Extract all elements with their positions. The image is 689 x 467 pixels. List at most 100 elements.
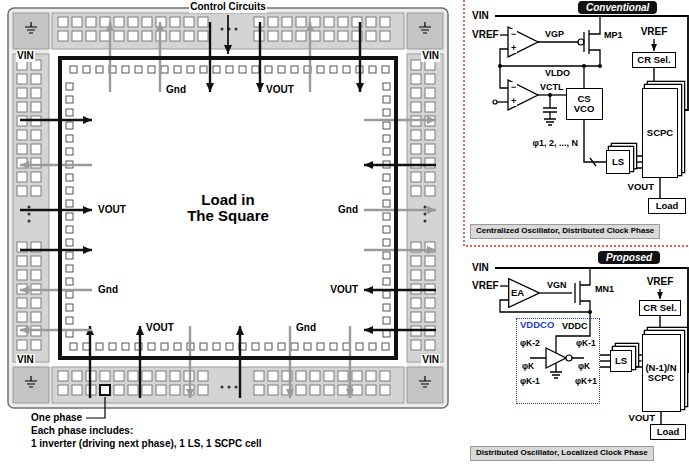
load-cell xyxy=(200,343,207,350)
pad xyxy=(58,371,68,381)
pad xyxy=(425,256,435,266)
pad xyxy=(324,17,334,27)
node-text: Centralized Oscillator, Distributed Cloc… xyxy=(476,227,654,236)
connector xyxy=(584,120,606,162)
ground-symbol xyxy=(419,376,431,387)
node-text: Proposed xyxy=(606,252,652,263)
ground-symbol xyxy=(419,22,431,33)
signal-label: − xyxy=(510,29,517,39)
gnd-arrow xyxy=(20,329,92,331)
gnd-arrow xyxy=(349,326,351,398)
load-cell xyxy=(383,148,390,155)
node-text: VDDCO xyxy=(520,320,554,330)
gnd-arrow xyxy=(364,249,436,251)
pad xyxy=(296,31,306,41)
load-cell xyxy=(383,96,390,103)
pmos-symbol xyxy=(584,16,600,66)
pad xyxy=(58,385,68,395)
inverter-bubble xyxy=(566,355,572,361)
leader-line xyxy=(86,397,105,418)
signal-label: Gnd xyxy=(337,204,359,216)
signal-label: VOUT xyxy=(145,322,175,334)
node-text: Distributed Oscillator, Localized Clock … xyxy=(476,449,648,458)
signal-label: VGN xyxy=(546,280,568,290)
pad xyxy=(254,385,264,395)
pad xyxy=(100,17,110,27)
pad xyxy=(17,270,27,280)
pad xyxy=(425,74,435,84)
load-cell xyxy=(383,213,390,220)
connector-line xyxy=(584,120,606,162)
connector-line xyxy=(659,178,660,198)
ground-symbol xyxy=(550,363,562,378)
load-cell xyxy=(382,66,389,73)
pad xyxy=(17,340,27,350)
signal-label: φK-1 xyxy=(575,339,597,349)
pad xyxy=(411,186,421,196)
signal-label: VLDO xyxy=(544,68,571,78)
load-cell xyxy=(291,66,298,73)
load-cell xyxy=(383,200,390,207)
pad xyxy=(114,385,124,395)
load-cell xyxy=(252,343,259,350)
pad xyxy=(58,17,68,27)
ellipsis-dot xyxy=(424,220,427,223)
pad xyxy=(142,385,152,395)
signal-label: VREF xyxy=(646,276,675,288)
signal-label: Each phase includes: xyxy=(30,425,134,437)
pad-highlight xyxy=(100,385,110,395)
pad xyxy=(338,17,348,27)
connector-label: VOUT xyxy=(627,182,655,193)
pad xyxy=(352,371,362,381)
pad xyxy=(198,385,208,395)
load-cell xyxy=(66,109,73,116)
load-cell xyxy=(66,239,73,246)
pad xyxy=(338,385,348,395)
wire xyxy=(500,285,508,286)
connector xyxy=(661,412,662,424)
pad xyxy=(411,60,421,70)
pad xyxy=(128,17,138,27)
load-cell xyxy=(369,66,376,73)
signal-label: VREF xyxy=(640,26,669,38)
signal-label: VIN xyxy=(421,50,440,62)
pad xyxy=(31,340,41,350)
pad xyxy=(425,172,435,182)
gnd-arrow xyxy=(289,326,291,398)
node-text: CS VCO xyxy=(569,94,600,115)
load-cell xyxy=(382,343,389,350)
pad xyxy=(254,371,264,381)
block-box: CR Sel. xyxy=(639,300,681,316)
pad xyxy=(411,270,421,280)
pad xyxy=(17,144,27,154)
pad xyxy=(156,371,166,381)
load-cell xyxy=(187,66,194,73)
load-cell xyxy=(66,252,73,259)
pad xyxy=(31,102,41,112)
corner-pad xyxy=(13,367,49,403)
pad xyxy=(425,102,435,112)
connector xyxy=(651,68,657,88)
load-cell xyxy=(304,343,311,350)
pad xyxy=(425,144,435,154)
panel-tag: Proposed xyxy=(598,251,660,264)
pad xyxy=(380,17,390,27)
load-cell xyxy=(161,66,168,73)
amplifier-triangle: EA xyxy=(508,278,540,308)
vout-arrow xyxy=(239,326,241,398)
load-cell xyxy=(383,135,390,142)
pad xyxy=(156,385,166,395)
node-text: Conventional xyxy=(586,2,649,13)
signal-label: − xyxy=(510,82,517,92)
load-cell xyxy=(122,66,129,73)
ellipsis-dot xyxy=(235,386,238,389)
load-cell xyxy=(252,66,259,73)
junction-dot xyxy=(582,64,586,68)
ellipsis-dot xyxy=(28,206,31,209)
signal-label: Control Circuits xyxy=(189,1,267,13)
ellipsis-dot xyxy=(221,386,224,389)
load-cell xyxy=(66,265,73,272)
pad xyxy=(114,371,124,381)
load-cell xyxy=(148,343,155,350)
pad-ring xyxy=(407,54,443,362)
